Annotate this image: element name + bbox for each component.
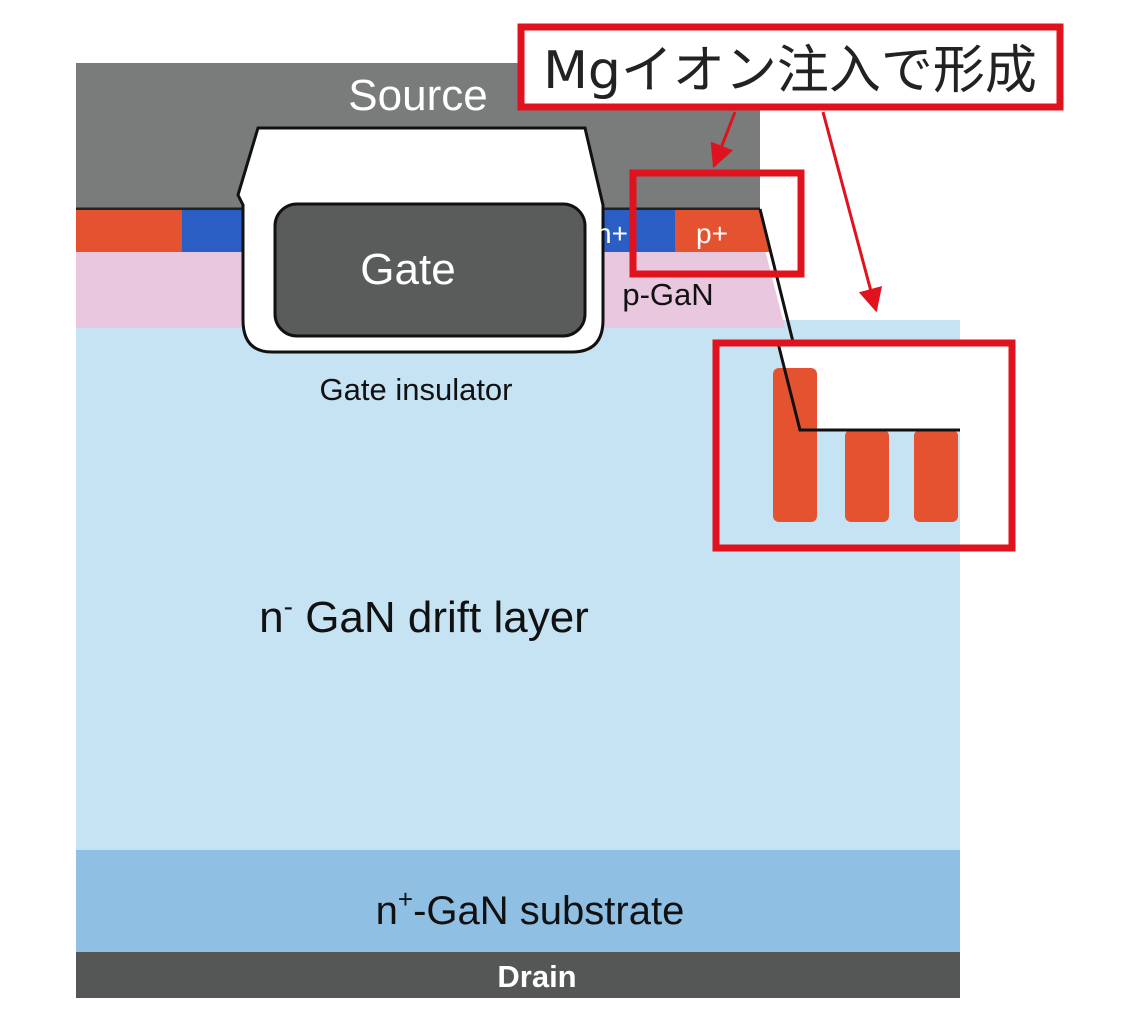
p-plus-label: p+ xyxy=(696,218,728,249)
drift-layer-label-n: n xyxy=(259,593,283,642)
drift-layer-label: n- GaN drift layer xyxy=(259,591,589,642)
drift-layer-label-sup: - xyxy=(284,591,293,622)
callout-box xyxy=(517,23,1064,111)
detail-p-plus-pillar-3 xyxy=(914,430,958,522)
n-plus-label: n+ xyxy=(596,218,628,249)
substrate-label: n+-GaN substrate xyxy=(376,884,685,933)
substrate-layer xyxy=(76,850,960,952)
substrate-label-rest: -GaN substrate xyxy=(413,889,684,933)
detail-p-plus-pillar-2 xyxy=(845,430,889,522)
detail-p-plus-pillar-1 xyxy=(773,368,817,522)
drain-metal xyxy=(76,952,960,998)
gate-label: Gate xyxy=(360,245,455,294)
highlight-box-p-plus xyxy=(629,169,805,278)
callout-arrow-to-p-plus xyxy=(710,111,737,169)
source-label: Source xyxy=(348,71,487,120)
p-gan-label: p-GaN xyxy=(622,277,713,312)
callout-arrow-to-detail xyxy=(821,111,883,313)
substrate-label-n: n xyxy=(376,889,398,933)
substrate-label-sup: + xyxy=(398,884,413,914)
highlight-box-detail xyxy=(712,339,1016,552)
p-plus-region-right xyxy=(675,210,772,252)
gate-metal xyxy=(273,202,587,338)
gate-insulator-label: Gate insulator xyxy=(320,372,513,407)
callout-text: Mgイオン注入で形成 xyxy=(543,41,1037,101)
drain-label: Drain xyxy=(497,959,576,994)
p-plus-region-left xyxy=(76,210,182,252)
detail-edge-line xyxy=(776,342,960,432)
drift-layer-label-rest: GaN drift layer xyxy=(293,593,589,642)
